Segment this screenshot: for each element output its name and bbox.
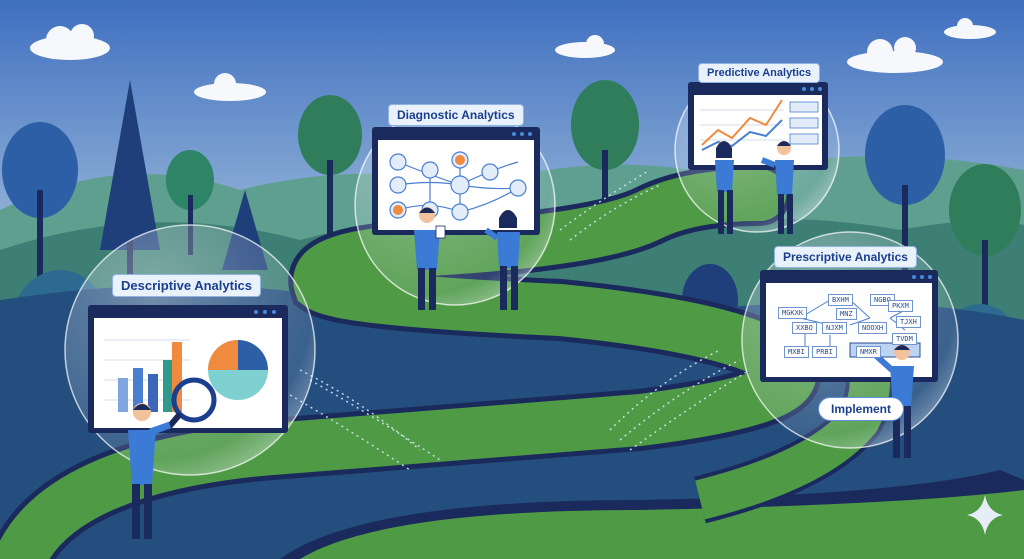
flow-node: NMXR — [856, 346, 881, 358]
sparkle-icon — [967, 495, 1003, 535]
implement-badge: Implement — [818, 397, 905, 421]
flow-node: BXHM — [828, 294, 853, 306]
flow-node: PKXM — [888, 300, 913, 312]
diagnostic-board — [372, 127, 540, 235]
person-analyst-3 — [484, 210, 520, 310]
person-analyst-5 — [760, 141, 794, 234]
bar-5 — [172, 342, 182, 412]
person-analyst-4 — [715, 141, 734, 234]
stage-label-predictive: Predictive Analytics — [698, 63, 821, 83]
clouds — [30, 18, 996, 101]
person-analyst-1 — [128, 403, 172, 539]
bar-4 — [163, 360, 173, 412]
person-analyst-2 — [414, 207, 446, 310]
magnifier-icon — [171, 377, 217, 423]
flow-node: TJXH — [896, 316, 921, 328]
bar-3 — [148, 374, 158, 412]
bar-1 — [118, 378, 128, 412]
data-streams — [289, 169, 751, 471]
stage-label-diagnostic: Diagnostic Analytics — [388, 104, 524, 126]
flow-node: PRBI — [812, 346, 837, 358]
flow-node: TVDM — [892, 333, 917, 345]
bar-2 — [133, 368, 143, 412]
flow-node: NJXM — [822, 322, 847, 334]
flow-node: MGKXK — [778, 307, 808, 319]
stage-label-descriptive: Descriptive Analytics — [112, 274, 262, 297]
predictive-board — [688, 82, 828, 170]
flow-node: XXBO — [792, 322, 817, 334]
flow-node: MNZ — [836, 308, 857, 320]
trend-line-2 — [701, 119, 783, 151]
flow-node: MXBI — [784, 346, 809, 358]
flow-node: NOOXH — [858, 322, 888, 334]
descriptive-board — [88, 305, 288, 433]
trend-line-1 — [701, 99, 783, 146]
stage-label-prescriptive: Prescriptive Analytics — [774, 246, 917, 268]
